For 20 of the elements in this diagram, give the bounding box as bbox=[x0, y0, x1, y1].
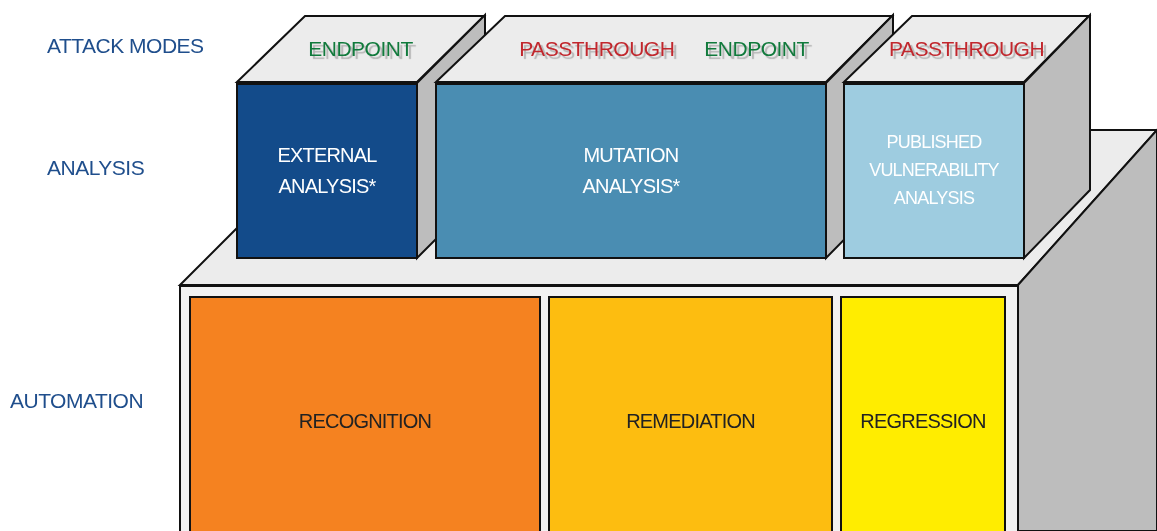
attack-mode-label: PASSTHROUGH bbox=[519, 37, 675, 61]
platform-front bbox=[179, 285, 1019, 531]
block-face bbox=[840, 296, 1006, 531]
attack-mode-label: ENDPOINT bbox=[704, 37, 809, 61]
block-face bbox=[189, 296, 541, 531]
row-heading: AUTOMATION bbox=[10, 389, 144, 413]
block-title: PUBLISHED VULNERABILITY ANALYSIS bbox=[868, 131, 1000, 210]
block-title: REGRESSION bbox=[860, 408, 986, 434]
block-face bbox=[843, 83, 1025, 259]
block-face bbox=[236, 83, 418, 259]
block-title: REMEDIATION bbox=[626, 408, 755, 434]
block-title: EXTERNAL ANALYSIS* bbox=[276, 143, 378, 199]
row-heading: ATTACK MODES bbox=[47, 34, 204, 58]
block-face bbox=[548, 296, 833, 531]
block-face bbox=[435, 83, 827, 259]
row-heading: ANALYSIS bbox=[47, 156, 145, 180]
block-title: RECOGNITION bbox=[298, 408, 432, 434]
attack-mode-label: PASSTHROUGH bbox=[888, 37, 1045, 61]
attack-mode-label: ENDPOINT bbox=[308, 37, 413, 61]
block-title: MUTATION ANALYSIS* bbox=[581, 143, 681, 199]
